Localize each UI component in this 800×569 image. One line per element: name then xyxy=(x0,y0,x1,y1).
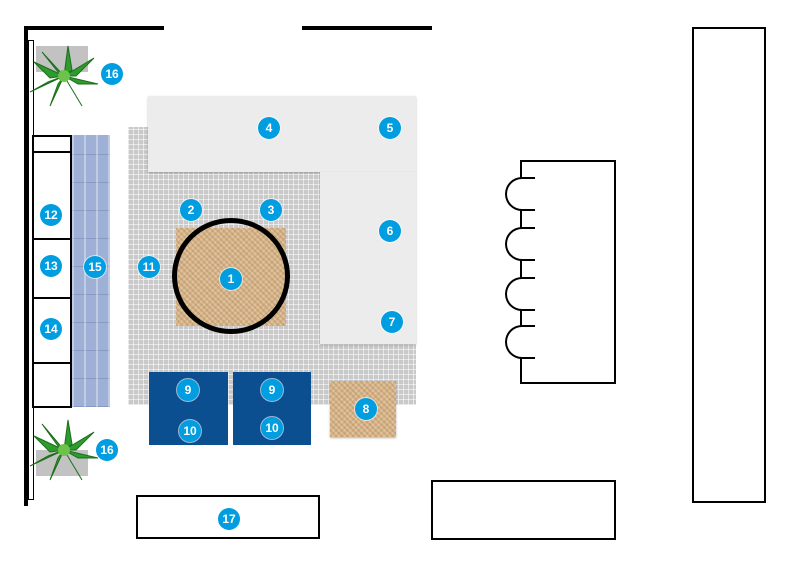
bar-stool-2 xyxy=(505,227,535,261)
badge-sectional-side-bottom: 7 xyxy=(381,311,403,333)
badge-rug: 11 xyxy=(138,256,160,278)
badge-ottoman-bottom-left: 10 xyxy=(179,420,201,442)
tall-cabinet xyxy=(692,27,766,503)
badge-shelf-lower: 14 xyxy=(40,318,62,340)
badge-sofa-seat-right: 3 xyxy=(260,199,282,221)
coffee-table-round xyxy=(172,218,290,334)
badge-ottoman-top-right: 9 xyxy=(261,379,283,401)
plant-icon xyxy=(28,418,100,482)
badge-shelf-upper: 12 xyxy=(40,204,62,226)
badge-ottoman-bottom-right: 10 xyxy=(261,417,283,439)
shelf-divider-3 xyxy=(32,297,72,299)
badge-tile-wall: 15 xyxy=(84,256,106,278)
bar-stool-3 xyxy=(505,277,535,311)
badge-coffee-table: 1 xyxy=(220,268,242,290)
badge-sofa-seat-left: 2 xyxy=(180,199,202,221)
wall-top-left xyxy=(26,26,164,30)
badge-sectional-back-corner: 5 xyxy=(379,117,401,139)
wall-left xyxy=(24,26,28,506)
shelf-divider-2 xyxy=(32,238,72,240)
badge-shelf-middle: 13 xyxy=(40,255,62,277)
badge-plant-top: 16 xyxy=(101,63,123,85)
wall-top-right xyxy=(302,26,432,30)
badge-sectional-side-top: 6 xyxy=(379,220,401,242)
bench xyxy=(431,480,616,540)
plant-icon xyxy=(28,44,100,108)
badge-side-table: 8 xyxy=(355,398,377,420)
dining-table xyxy=(520,160,616,384)
badge-ottoman-top-left: 9 xyxy=(177,379,199,401)
badge-plant-bottom: 16 xyxy=(96,439,118,461)
sectional-back xyxy=(148,96,416,172)
badge-sectional-back-mid: 4 xyxy=(258,117,280,139)
bar-stool-4 xyxy=(505,325,535,359)
badge-console: 17 xyxy=(218,508,240,530)
bar-stool-1 xyxy=(505,177,535,211)
shelf-divider-1 xyxy=(32,151,72,153)
shelf-divider-4 xyxy=(32,362,72,364)
